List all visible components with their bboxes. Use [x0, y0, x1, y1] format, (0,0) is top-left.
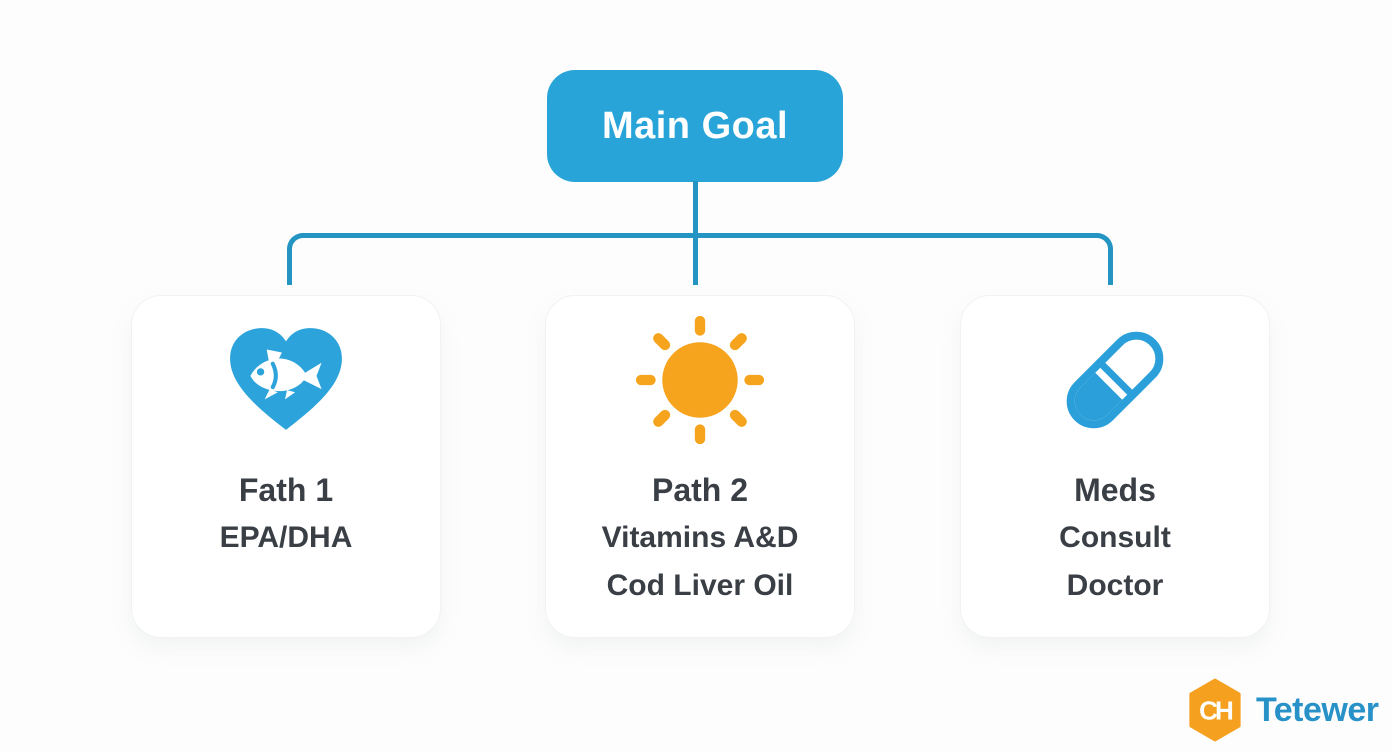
branch3-line1: Consult [1059, 521, 1171, 554]
main-goal-node: Main Goal [547, 70, 843, 182]
branch2-line1: Vitamins A&D [601, 521, 799, 554]
branch2-title: Path 2 [651, 472, 749, 508]
brand-hexagon-icon: CH [1189, 678, 1241, 742]
brand-monogram: CH [1199, 696, 1233, 726]
pill-icon [1066, 331, 1164, 429]
main-goal-label: Main Goal [601, 104, 789, 147]
branch-card-path1: Fath 1 EPA/DHA [131, 295, 441, 638]
branch-card-meds: Meds Consult Doctor [960, 295, 1270, 638]
branch1-title: Fath 1 [238, 472, 334, 508]
brand-watermark: CH Tetewer [1186, 678, 1379, 742]
branch3-line2: Doctor [1066, 569, 1164, 602]
brand-name: Tetewer [1256, 690, 1379, 729]
heart-fish-icon [230, 328, 342, 430]
connector-bracket-line [287, 233, 1113, 285]
fish-glyph [250, 349, 322, 400]
branch1-icon-wrap [225, 320, 347, 440]
branch2-line2: Cod Liver Oil [606, 569, 794, 602]
branch1-line1: EPA/DHA [219, 521, 353, 554]
branch-card-path2: Path 2 Vitamins A&D Cod Liver Oil [545, 295, 855, 638]
branch2-icon-wrap [634, 315, 766, 445]
branch3-icon-wrap [1053, 320, 1177, 440]
sun-icon [635, 315, 765, 445]
branch3-title: Meds [1074, 472, 1156, 508]
